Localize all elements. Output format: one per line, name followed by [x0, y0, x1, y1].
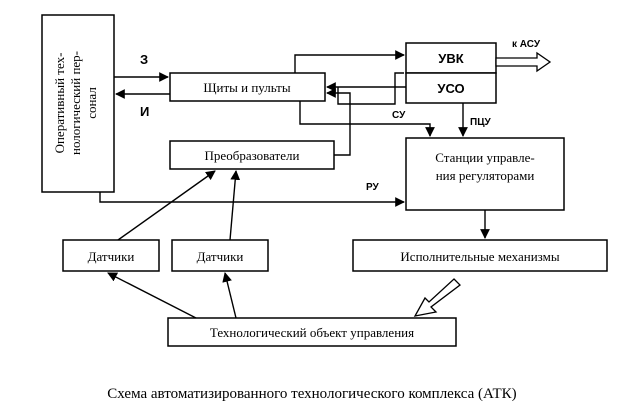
- operator-box: Оперативный тех- нологический пер- сонал: [41, 14, 115, 193]
- arrow-ru: [99, 192, 405, 207]
- sensor-label-2: Датчики: [197, 249, 244, 264]
- actuators-label: Исполнительные механизмы: [400, 249, 559, 264]
- converters-box: Преобразователи: [169, 140, 335, 170]
- arrow-to-asu: [495, 51, 552, 73]
- label-asu: к АСУ: [512, 39, 541, 50]
- uvk-box: УВК: [405, 42, 497, 74]
- uso-label: УСО: [437, 81, 464, 96]
- label-z: З: [140, 52, 148, 67]
- label-i: И: [140, 104, 149, 119]
- label-ru: РУ: [366, 182, 380, 193]
- panels-box: Щиты и пульты: [169, 72, 326, 102]
- actuators-box: Исполнительные механизмы: [352, 239, 608, 272]
- station-label-line2: ния регуляторами: [436, 168, 535, 183]
- object-box: Технологический объект управления: [167, 317, 457, 347]
- arrow-object-to-sensor1: [107, 272, 197, 319]
- line-panels-uso-loop: [337, 72, 404, 105]
- operator-label-line3: сонал: [84, 87, 99, 119]
- arrow-actuators-to-object: [413, 278, 461, 317]
- sensor-label-1: Датчики: [88, 249, 135, 264]
- diagram-caption: Схема автоматизированного технологическо…: [107, 386, 516, 402]
- uvk-label: УВК: [438, 51, 463, 66]
- station-label-line1: Станции управле-: [435, 150, 534, 165]
- sensor-box-1: Датчики: [62, 239, 160, 272]
- operator-label-line1: Оперативный тех-: [52, 53, 67, 154]
- arrow-sensor2-to-converters: [229, 170, 241, 241]
- converters-label: Преобразователи: [205, 148, 300, 163]
- arrow-object-to-sensor2: [222, 272, 237, 319]
- uso-box: УСО: [405, 72, 497, 104]
- label-pcu: ПЦУ: [470, 117, 491, 128]
- operator-label-line2: нологический пер-: [68, 51, 83, 155]
- arrow-su: [299, 101, 435, 137]
- arrow-converters-to-panels: [326, 88, 351, 156]
- object-label: Технологический объект управления: [210, 325, 414, 340]
- station-box: Станции управле- ния регуляторами: [405, 137, 565, 211]
- label-su: СУ: [392, 110, 406, 121]
- arrow-panels-to-uvk: [294, 50, 405, 73]
- arrow-sensor1-to-converters: [117, 170, 216, 241]
- sensor-box-2: Датчики: [171, 239, 269, 272]
- panels-label: Щиты и пульты: [203, 80, 290, 95]
